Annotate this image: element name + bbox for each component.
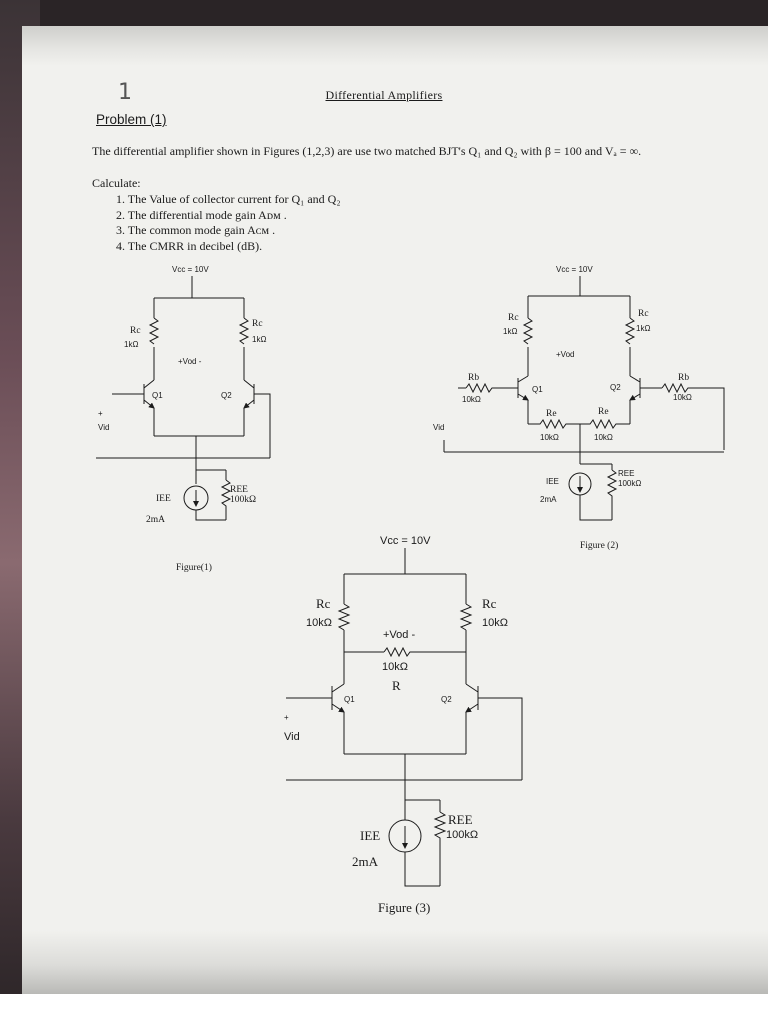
fig2-ree-label: REE	[618, 469, 634, 478]
fig3-ree-resistor	[433, 811, 447, 886]
fig1-ree-value: 100kΩ	[230, 495, 256, 505]
fig3-vcc-label: Vcc = 10V	[380, 535, 431, 547]
fig2-rb-right-resistor	[661, 382, 725, 450]
fig2-rb-left-value: 10kΩ	[462, 395, 481, 404]
fig1-ree-label: REE	[230, 485, 248, 495]
task-item: 3. The common mode gain Aᴄᴍ .	[116, 223, 276, 237]
fig3-rc-right-resistor	[459, 603, 473, 631]
fig2-q1-transistor	[517, 375, 528, 400]
fig2-rc-right-value: 1kΩ	[636, 324, 650, 333]
fig2-ree-resistor	[606, 469, 618, 520]
bottom-margin	[0, 994, 768, 1024]
fig2-vcc-label: Vcc = 10V	[556, 265, 593, 274]
fig3-q1-label: Q1	[344, 695, 355, 704]
document-title: Differential Amplifiers	[325, 88, 443, 102]
page-number: 1	[118, 80, 132, 105]
fig3-vod-label: +Vod -	[383, 629, 415, 641]
fig1-iee-value: 2mA	[146, 515, 165, 525]
fig3-caption: Figure (3)	[378, 900, 430, 915]
fig1-plus-label: +	[98, 409, 103, 418]
paper-shadow-top	[22, 26, 768, 66]
fig3-q2-label: Q2	[441, 695, 452, 704]
paper-shadow-bottom	[22, 930, 768, 994]
fig3-iee-value: 2mA	[352, 854, 379, 869]
fig1-rc-left-label: Rc	[130, 326, 141, 336]
fig3-ree-label: REE	[448, 812, 473, 827]
fig1-rc-right-resistor	[238, 317, 250, 345]
fig1-rc-left-value: 1kΩ	[124, 340, 138, 349]
fig3-rc-right-value: 10kΩ	[482, 617, 508, 629]
fig3-q2-transistor	[466, 683, 479, 712]
fig1-iee-label: IEE	[156, 494, 171, 504]
calculate-label: Calculate:	[92, 176, 141, 190]
fig1-rc-right-value: 1kΩ	[252, 335, 266, 344]
fig3-vid-label: Vid	[284, 731, 300, 743]
fig2-re-left-value: 10kΩ	[540, 433, 559, 442]
fig1-vid-label: Vid	[98, 423, 109, 432]
fig2-vod-label: +Vod	[556, 350, 574, 359]
fig2-rb-right-label: Rb	[678, 373, 689, 383]
fig3-iee-label: IEE	[360, 828, 380, 843]
fig1-ree-resistor	[220, 479, 232, 520]
fig1-vcc-label: Vcc = 10V	[172, 265, 209, 274]
problem-heading: Problem (1)	[96, 112, 167, 127]
fig3-r-resistor	[383, 646, 466, 658]
fig2-re-right-resistor	[580, 418, 630, 430]
fig2-caption: Figure (2)	[580, 540, 618, 551]
fig2-vid-label: Vid	[433, 423, 444, 432]
fig2-rb-left-resistor	[465, 382, 518, 394]
fig2-rc-right-label: Rc	[638, 309, 649, 319]
figure-1-circuit: Vcc = 10V Rc 1kΩ Rc 1kΩ +Vod - Q1 Q2 + V…	[96, 265, 271, 573]
task-item: 2. The differential mode gain Aᴅᴍ .	[116, 207, 287, 222]
fig3-rc-left-resistor	[337, 603, 351, 631]
fig2-re-right-value: 10kΩ	[594, 433, 613, 442]
fig2-q2-label: Q2	[610, 383, 621, 392]
paper-sheet	[22, 26, 768, 994]
fig1-q2-label: Q2	[221, 391, 232, 400]
fig2-q1-label: Q1	[532, 385, 543, 394]
fig2-rc-right-resistor	[624, 317, 636, 345]
task-list: 1. The Value of collector current for Q₁…	[116, 192, 341, 254]
fig1-rc-left-resistor	[148, 317, 160, 345]
fig2-rc-left-label: Rc	[508, 313, 519, 323]
fig1-q1-label: Q1	[152, 391, 163, 400]
fig1-vod-label: +Vod -	[178, 357, 202, 366]
fig2-rb-right-value: 10kΩ	[673, 393, 692, 402]
fig3-ree-value: 100kΩ	[446, 829, 478, 841]
fig3-q1-transistor	[331, 683, 344, 712]
fig2-re-left-resistor	[528, 418, 580, 430]
fig2-iee-label: IEE	[546, 477, 559, 486]
task-item: 4. The CMRR in decibel (dB).	[116, 238, 263, 253]
task-item: 1. The Value of collector current for Q₁…	[116, 192, 341, 206]
fig3-plus-label: +	[284, 713, 289, 722]
figure-3-circuit: Vcc = 10V Rc 10kΩ Rc 10kΩ +Vod - 10kΩ R …	[284, 535, 523, 915]
fig2-iee-value: 2mA	[540, 495, 557, 504]
fig2-ree-value: 100kΩ	[618, 479, 641, 488]
fig2-q2-transistor	[630, 375, 641, 400]
fig2-re-left-label: Re	[546, 409, 557, 419]
fig1-rc-right-label: Rc	[252, 319, 263, 329]
fig3-rc-left-label: Rc	[316, 596, 331, 611]
fig2-rc-left-resistor	[522, 317, 534, 345]
fig1-q2-transistor	[244, 379, 255, 408]
fig2-re-right-label: Re	[598, 407, 609, 417]
fig3-r-label: R	[392, 678, 401, 693]
fig3-rc-left-value: 10kΩ	[306, 617, 332, 629]
fig1-caption: Figure(1)	[176, 562, 212, 573]
problem-statement: The differential amplifier shown in Figu…	[92, 144, 642, 158]
figure-2-circuit: Vcc = 10V Rc 1kΩ Rc 1kΩ +Vod Rb 10kΩ Q1 …	[433, 265, 725, 551]
fig3-r-value: 10kΩ	[382, 661, 408, 673]
fig2-rc-left-value: 1kΩ	[503, 327, 517, 336]
fig2-rb-left-label: Rb	[468, 373, 479, 383]
fig3-rc-right-label: Rc	[482, 596, 497, 611]
